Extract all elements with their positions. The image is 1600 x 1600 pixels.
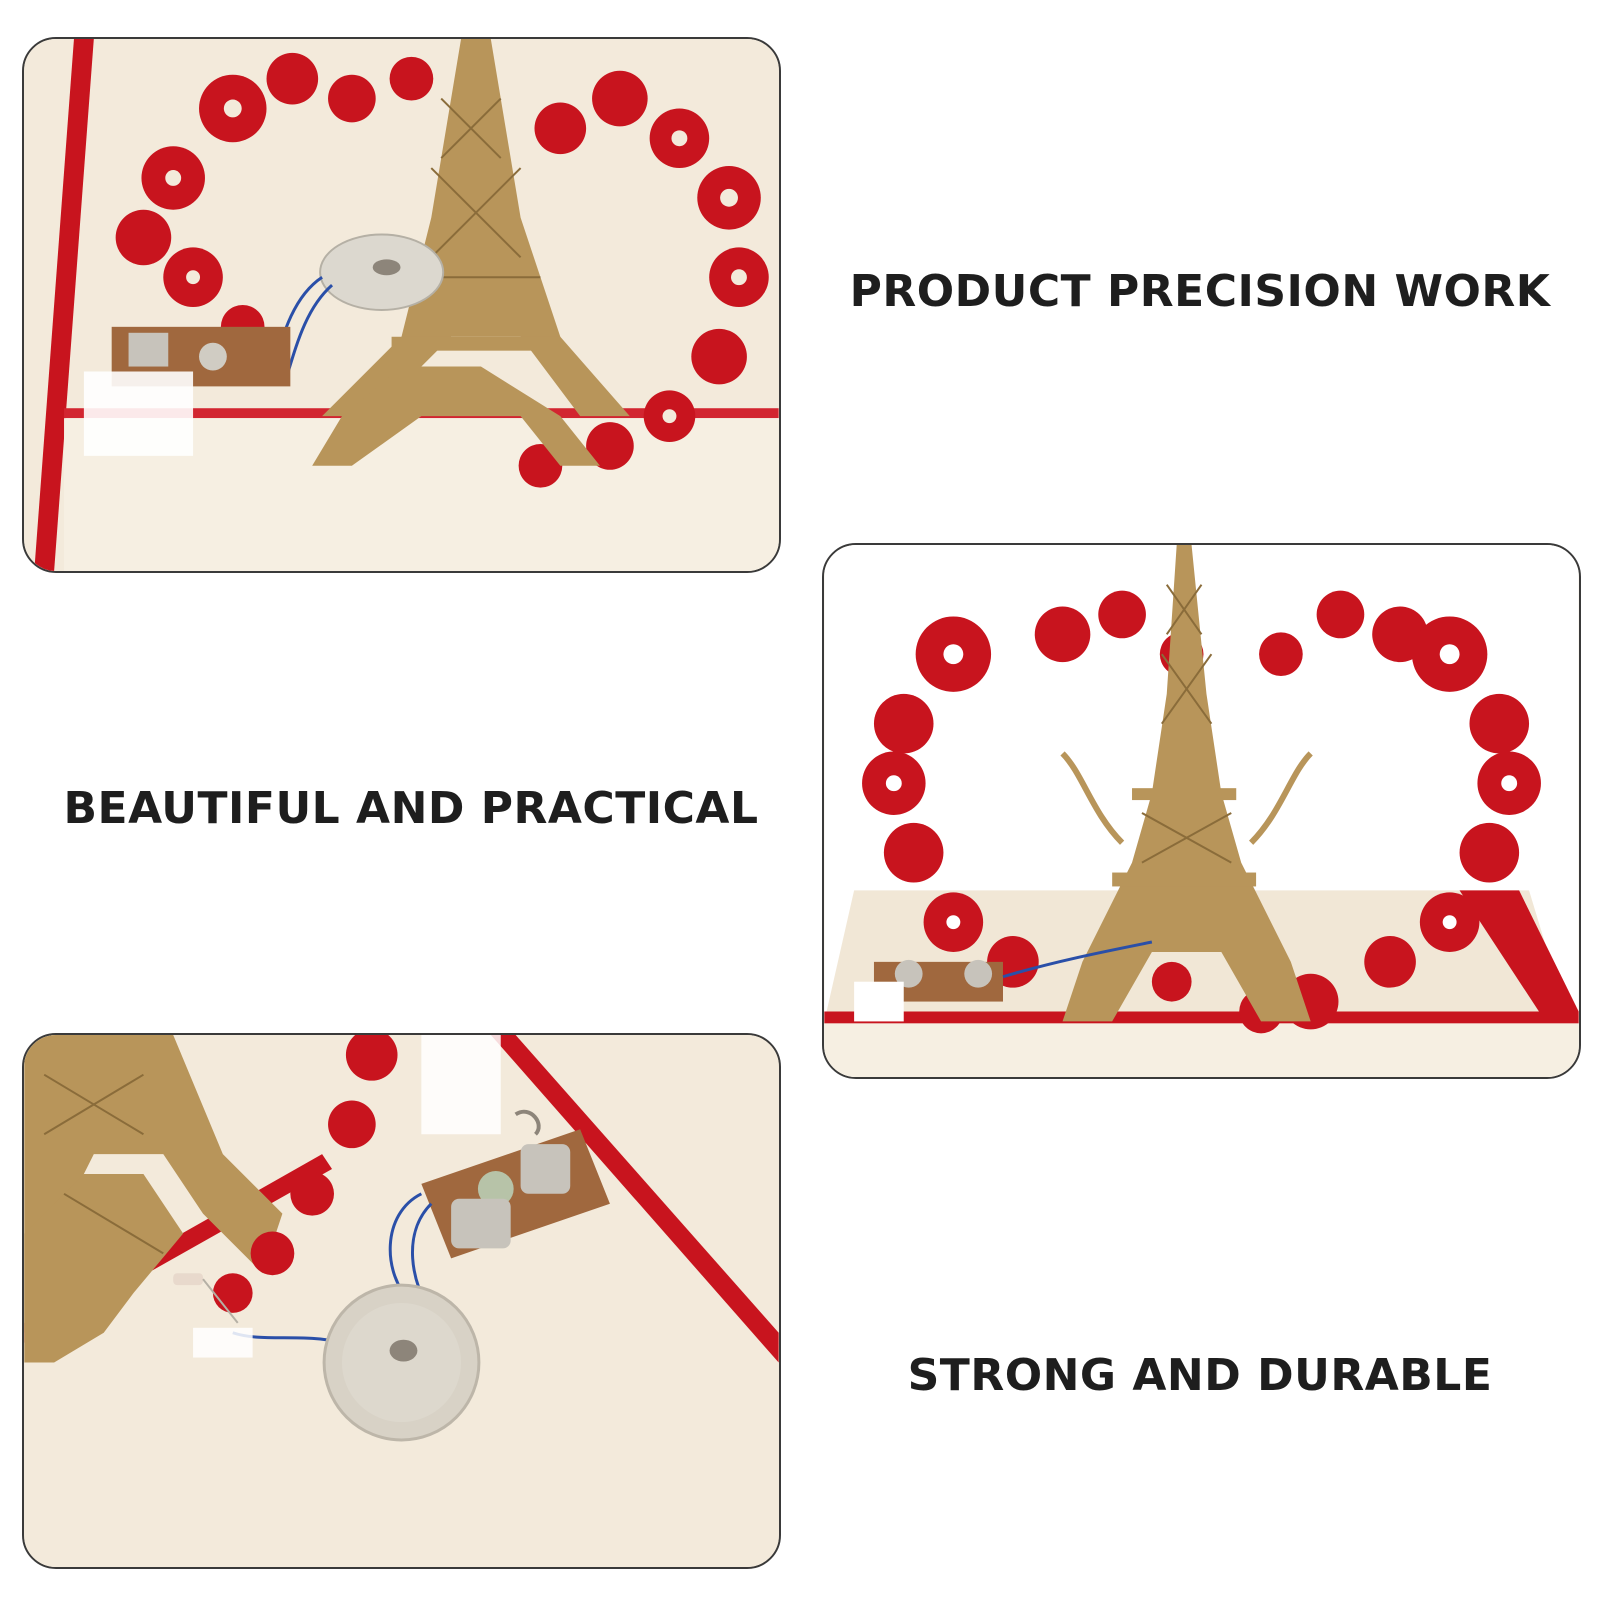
sound-module — [421, 1109, 610, 1259]
card-detail-illustration — [24, 39, 779, 571]
gold-eiffel-tower — [1062, 545, 1311, 1022]
sound-module — [854, 959, 1003, 1022]
caption-durable: STRONG AND DURABLE — [907, 1350, 1493, 1401]
photo-panel-durable — [22, 1033, 781, 1569]
photo-panel-precision — [22, 37, 781, 573]
gold-eiffel-tower — [312, 39, 630, 466]
sound-module — [83, 326, 291, 456]
speaker-disk — [322, 1283, 481, 1442]
caption-practical: BEAUTIFUL AND PRACTICAL — [63, 783, 759, 834]
photo-panel-practical — [822, 543, 1581, 1079]
red-floral-lace — [212, 1035, 398, 1313]
led — [173, 1273, 239, 1324]
module-closeup-illustration — [24, 1035, 779, 1567]
caption-precision: PRODUCT PRECISION WORK — [849, 266, 1551, 317]
card-overview-illustration — [824, 545, 1579, 1077]
gold-eiffel-tower — [24, 1035, 283, 1363]
speaker-disk — [319, 233, 445, 311]
